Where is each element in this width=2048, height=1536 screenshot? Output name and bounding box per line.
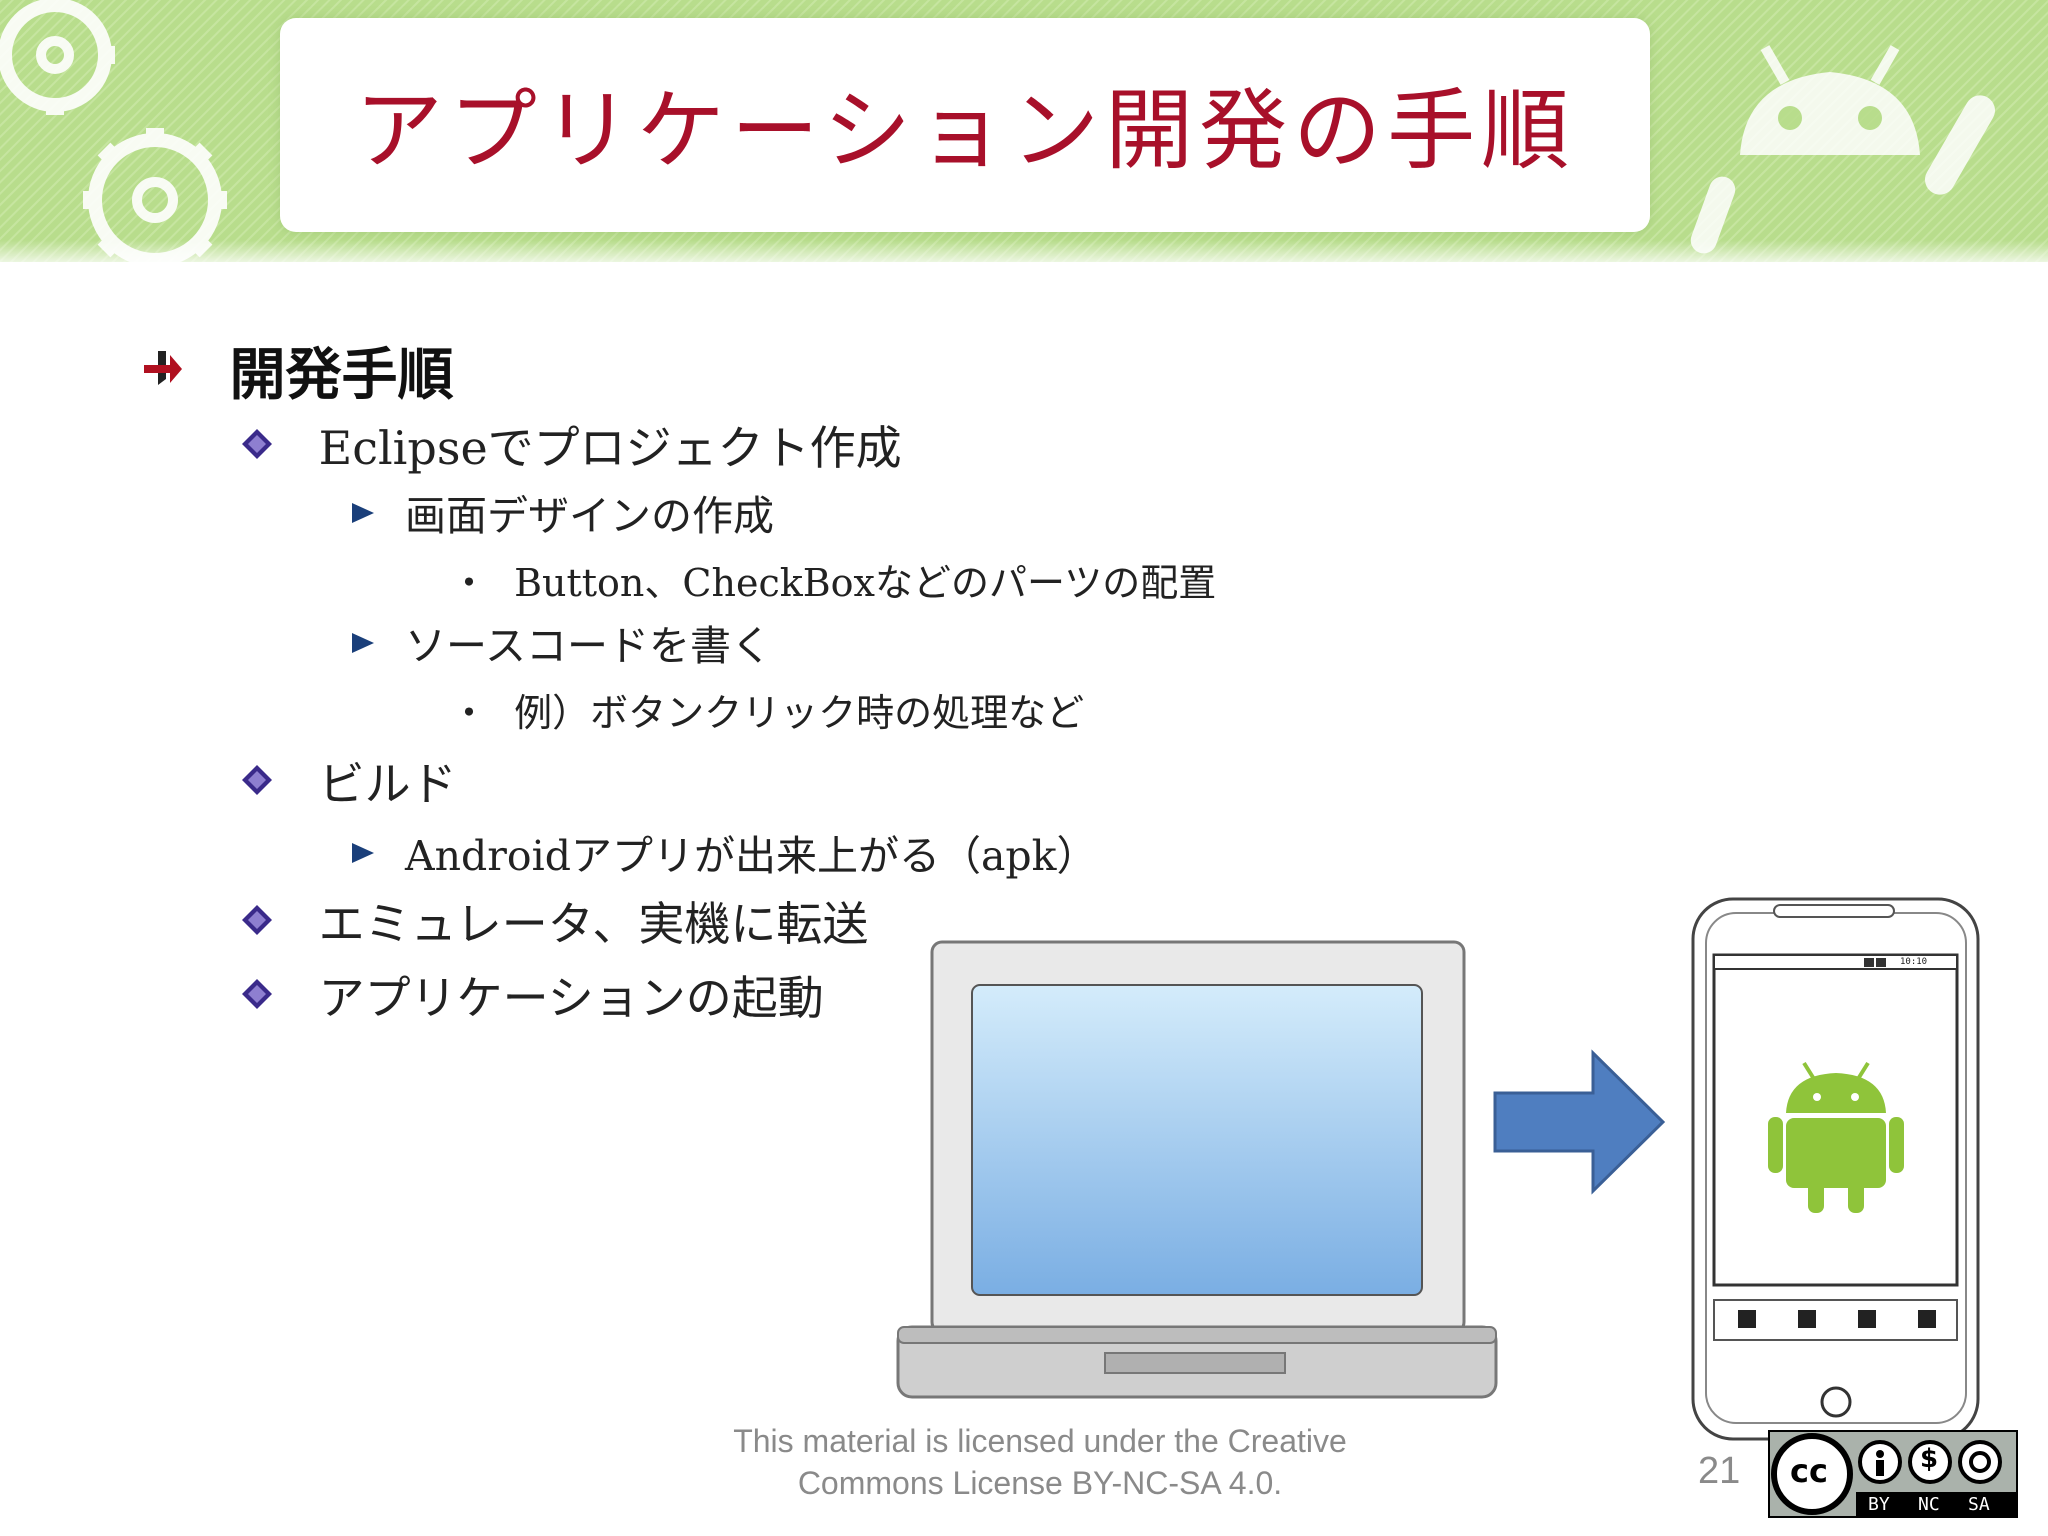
phone-nav-icons — [1738, 1310, 1936, 1328]
outline-item-1: Eclipseでプロジェクト作成 — [240, 412, 902, 478]
phone-device: 10:10 — [1688, 895, 1983, 1445]
item-text: 画面デザインの作成 — [405, 492, 775, 540]
badge-nc-label: NC — [1918, 1494, 1940, 1515]
item-text: アプリケーションの起動 — [318, 971, 824, 1025]
cc-by-nc-sa-icon — [1768, 1430, 2018, 1518]
outline-item-9: アプリケーションの起動 — [240, 962, 824, 1028]
license-line-1: This material is licensed under the Crea… — [733, 1423, 1347, 1459]
page-number: 21 — [1698, 1450, 1741, 1492]
outline-heading: 開発手順 — [229, 343, 454, 408]
badge-by-label: BY — [1868, 1494, 1890, 1515]
slide-title: アプリケーション開発の手順 — [354, 79, 1576, 182]
laptop-icon — [896, 940, 1498, 1399]
outline-item-3: ・ Button、CheckBoxなどのパーツの配置 — [450, 552, 1216, 607]
outline-heading-row: 開発手順 — [140, 330, 454, 411]
outline-item-6: ビルド — [240, 748, 457, 814]
item-text: Button、CheckBoxなどのパーツの配置 — [514, 561, 1217, 605]
cc-label: cc — [1790, 1452, 1828, 1490]
diamond-icon — [240, 968, 274, 1022]
item-text: Eclipseでプロジェクト作成 — [318, 421, 902, 475]
transfer-arrow-icon — [1493, 1049, 1666, 1195]
badge-sa-label: SA — [1968, 1494, 1990, 1515]
item-text: Androidアプリが出来上がる（apk） — [405, 832, 1098, 880]
title-box — [280, 18, 1650, 232]
cc-license-badge: cc $ BY NC SA — [1768, 1430, 2018, 1518]
diamond-icon — [240, 754, 274, 808]
item-text: ビルド — [318, 757, 457, 811]
outline-item-4: ソースコードを書く — [350, 612, 772, 672]
android-robot-icon — [1690, 45, 1995, 254]
triangle-icon — [350, 828, 376, 876]
header-banner: アプリケーション開発の手順 — [0, 0, 2048, 272]
triangle-icon — [350, 618, 376, 666]
outline-item-7: Androidアプリが出来上がる（apk） — [350, 822, 1097, 882]
red-arrow-icon — [140, 338, 184, 403]
dollar-icon: $ — [1920, 1444, 1939, 1474]
license-line-2: Commons License BY-NC-SA 4.0. — [797, 1465, 1283, 1501]
triangle-icon — [350, 488, 376, 536]
phone-status-time: 10:10 — [1900, 957, 1928, 967]
outline-item-5: ・ 例）ボタンクリック時の処理など — [450, 682, 1084, 737]
outline-item-8: エミュレータ、実機に転送 — [240, 888, 868, 954]
bullet-dot: ・ — [450, 691, 489, 735]
outline-item-2: 画面デザインの作成 — [350, 482, 774, 542]
item-text: ソースコードを書く — [405, 622, 772, 670]
item-text: 例）ボタンクリック時の処理など — [514, 691, 1085, 735]
item-text: エミュレータ、実機に転送 — [318, 897, 869, 951]
bullet-dot: ・ — [450, 561, 489, 605]
diamond-icon — [240, 894, 274, 948]
phone-icon — [1691, 897, 1980, 1441]
android-logo-icon — [1768, 1061, 1904, 1213]
gears-icon — [0, 0, 227, 272]
diamond-icon — [240, 418, 274, 472]
license-text: This material is licensed under the Crea… — [690, 1420, 1390, 1504]
